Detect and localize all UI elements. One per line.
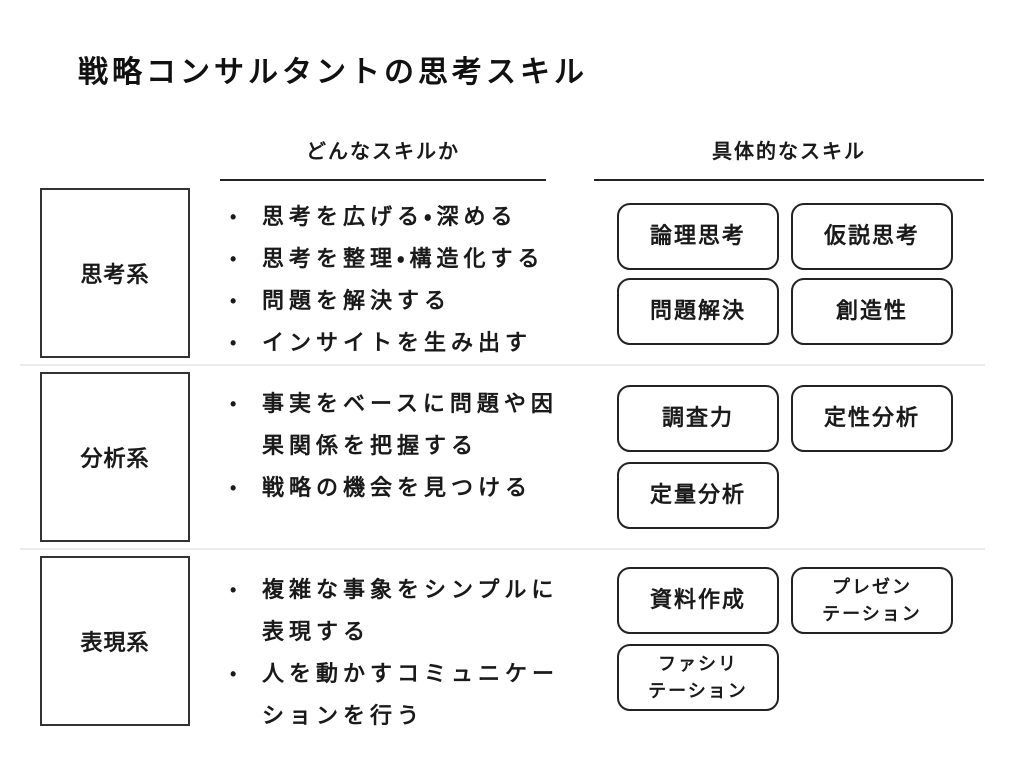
row-separator-1	[20, 364, 985, 366]
skill-box-facilitation: ファシリ テーション	[617, 644, 779, 711]
category-box-thinking: 思考系	[40, 188, 190, 358]
skill-box-logical-thinking: 論理思考	[617, 203, 779, 270]
skill-box-research: 調査力	[617, 385, 779, 452]
skill-box-creativity: 創造性	[791, 278, 953, 345]
bullet-item: 人を動かすコミュニケー ションを行う	[230, 653, 560, 737]
skill-box-problem-solving: 問題解決	[617, 278, 779, 345]
category-label-thinking: 思考系	[80, 262, 150, 287]
category-label-analysis: 分析系	[80, 446, 150, 471]
skill-box-presentation: プレゼン テーション	[791, 567, 953, 634]
bullet-item: 思考を整理・構造化する	[230, 238, 560, 280]
skill-box-quantitative-analysis: 定量分析	[617, 462, 779, 529]
bullet-item: 問題を解決する	[230, 280, 560, 322]
category-box-expression: 表現系	[40, 556, 190, 726]
bullet-list-analysis: 事実をベースに問題や因 果関係を把握する 戦略の機会を見つける	[230, 383, 560, 509]
bullet-item: 思考を広げる・深める	[230, 196, 560, 238]
bullet-list-thinking: 思考を広げる・深める 思考を整理・構造化する 問題を解決する インサイトを生み出…	[230, 196, 560, 364]
bullet-item: インサイトを生み出す	[230, 322, 560, 364]
bullet-list-expression: 複雑な事象をシンプルに 表現する 人を動かすコミュニケー ションを行う	[230, 569, 560, 737]
row-separator-2	[20, 548, 985, 550]
skill-box-qualitative-analysis: 定性分析	[791, 385, 953, 452]
bullet-item: 複雑な事象をシンプルに 表現する	[230, 569, 560, 653]
page-title: 戦略コンサルタントの思考スキル	[78, 56, 588, 89]
column-header-what-skill: どんなスキルか	[220, 135, 546, 181]
skill-box-document-creation: 資料作成	[617, 567, 779, 634]
bullet-item: 事実をベースに問題や因 果関係を把握する	[230, 383, 560, 467]
bullet-item: 戦略の機会を見つける	[230, 467, 560, 509]
category-label-expression: 表現系	[80, 630, 150, 655]
column-header-specific-skills: 具体的なスキル	[594, 135, 984, 181]
skill-box-hypothesis-thinking: 仮説思考	[791, 203, 953, 270]
category-box-analysis: 分析系	[40, 372, 190, 542]
